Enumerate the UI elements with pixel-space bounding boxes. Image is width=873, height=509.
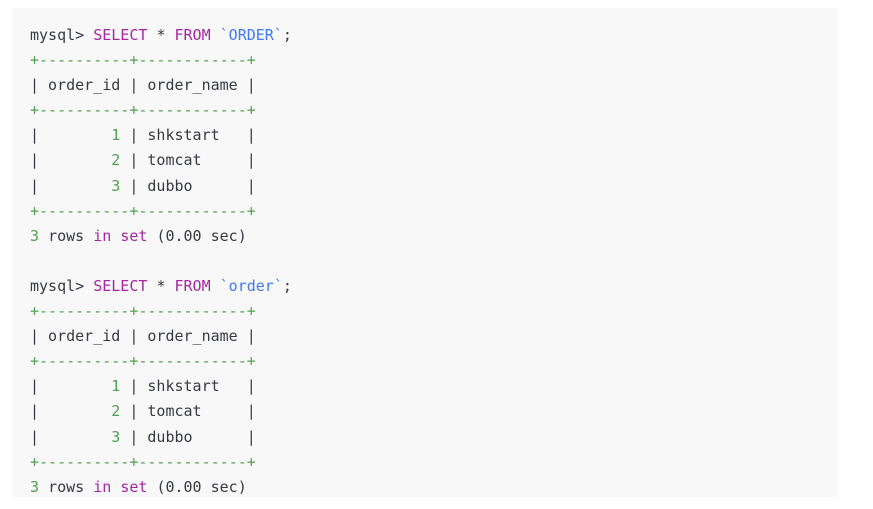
prompt: mysql>: [30, 26, 85, 44]
terminator: ;: [282, 276, 292, 295]
row-pad: |: [30, 176, 112, 195]
result-in-word: in: [93, 477, 112, 496]
result-summary: 3 rows in set (0.00 sec): [30, 224, 838, 249]
row-id: 1: [111, 377, 121, 396]
keyword-select: SELECT: [93, 26, 148, 44]
row-pad: |: [30, 427, 112, 446]
table-row: | 2 | tomcat |: [30, 399, 838, 424]
prompt: mysql>: [30, 276, 85, 295]
result-in-word: in: [93, 226, 112, 245]
row-pad: |: [30, 377, 112, 396]
row-pad: |: [30, 402, 112, 421]
keyword-from: FROM: [174, 26, 211, 44]
result-count: 3: [30, 226, 40, 245]
table-row: | 2 | tomcat |: [30, 148, 838, 173]
keyword-from: FROM: [174, 276, 211, 295]
table-row: | 1 | shkstart |: [30, 374, 838, 399]
row-rest: | dubbo |: [120, 427, 256, 446]
row-rest: | tomcat |: [120, 151, 256, 170]
result-summary: 3 rows in set (0.00 sec): [30, 475, 838, 500]
query-line: mysql> SELECT * FROM `ORDER`;: [30, 23, 838, 48]
table-row: | 3 | dubbo |: [30, 174, 838, 199]
result-time: (0.00 sec): [156, 477, 247, 496]
result-set-word: set: [120, 226, 148, 245]
table-header: | order_id | order_name |: [30, 76, 256, 95]
table-separator: +----------+------------+: [30, 302, 256, 321]
table-separator: +----------+------------+: [30, 201, 256, 220]
table-identifier: `order`: [219, 276, 283, 295]
result-set-word: set: [120, 477, 148, 496]
result-rows-word: rows: [48, 226, 85, 245]
table-separator: +----------+------------+: [30, 101, 256, 120]
table-row: | 1 | shkstart |: [30, 123, 838, 148]
row-rest: | shkstart |: [120, 126, 256, 145]
row-rest: | dubbo |: [120, 176, 256, 195]
table-identifier: `ORDER`: [219, 26, 283, 44]
result-count: 3: [30, 477, 40, 496]
row-pad: |: [30, 126, 112, 145]
row-rest: | shkstart |: [120, 377, 256, 396]
row-id: 3: [111, 427, 121, 446]
table-header: | order_id | order_name |: [30, 327, 256, 346]
row-id: 2: [111, 151, 121, 170]
row-id: 2: [111, 402, 121, 421]
table-row: | 3 | dubbo |: [30, 425, 838, 450]
result-time: (0.00 sec): [156, 226, 247, 245]
blank-line: [30, 249, 838, 274]
row-rest: | tomcat |: [120, 402, 256, 421]
table-separator: +----------+------------+: [30, 452, 256, 471]
code-block: mysql> SELECT * FROM `ORDER`; +---------…: [12, 8, 838, 497]
row-id: 3: [111, 176, 121, 195]
row-id: 1: [111, 126, 121, 145]
star: *: [156, 26, 166, 44]
query-line: mysql> SELECT * FROM `order`;: [30, 274, 838, 299]
table-separator: +----------+------------+: [30, 51, 256, 70]
keyword-select: SELECT: [93, 276, 148, 295]
result-rows-word: rows: [48, 477, 85, 496]
terminator: ;: [282, 26, 292, 44]
row-pad: |: [30, 151, 112, 170]
star: *: [156, 276, 166, 295]
table-separator: +----------+------------+: [30, 352, 256, 371]
